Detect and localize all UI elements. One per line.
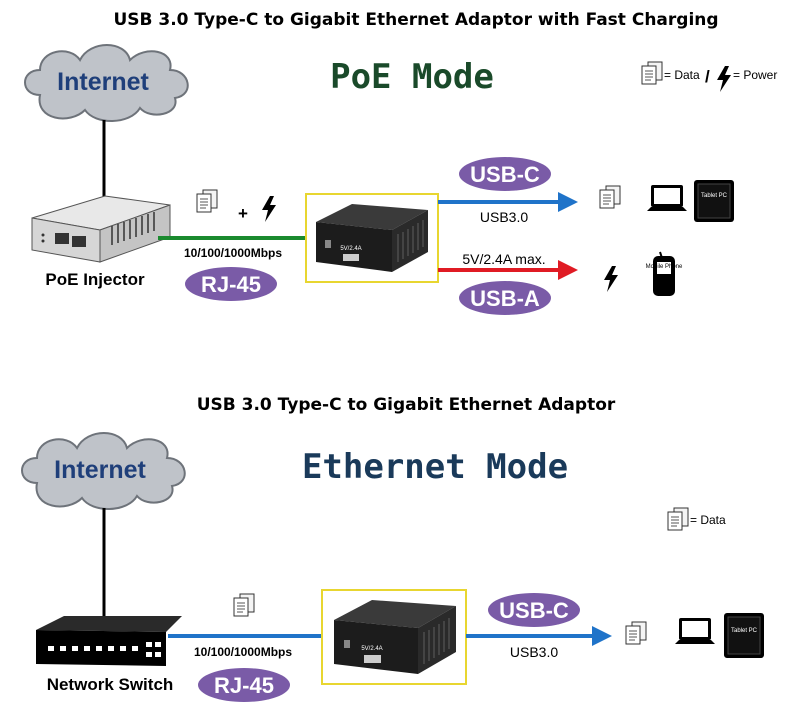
cloud-label: Internet [57,68,149,96]
usbc-label-1: USB-C [470,162,540,187]
phone-label: Mobile Phone [646,264,683,270]
adapter-port-label-2: 5V/2.4A [361,646,382,652]
adapter-2: 5V/2.4A [321,589,467,685]
internet-cloud-2: Internet [21,432,186,511]
usbc-arrow-head-1 [558,192,578,212]
network-switch-label: Network Switch [47,675,174,694]
legend-data-label-2: = Data [690,513,726,527]
adapter-1: 5V/2.4A [305,193,439,283]
cloud-label-2: Internet [54,456,146,484]
legend-separator: / [705,67,710,86]
data-icon-out-1 [599,185,621,209]
speed-label-2: 10/100/1000Mbps [194,645,292,659]
tablet-label-2: Tablet PC [731,628,758,634]
usba-label: USB-A [470,286,540,311]
usbc-arrow-head-2 [592,626,612,646]
data-legend-icon-2 [667,507,689,531]
mobile-phone-icon: Mobile Phone [646,251,683,296]
legend-1: = Data / = Power [641,61,777,92]
tablet-label-1: Tablet PC [701,193,728,199]
power-legend-icon [717,66,731,92]
rj45-label-2: RJ-45 [214,673,274,698]
data-icon-2 [233,593,255,617]
speed-label-1: 10/100/1000Mbps [184,246,282,260]
usbc-badge-1: USB-C [459,157,551,191]
usba-badge: USB-A [459,281,551,315]
poe-mode-title: PoE Mode [330,57,494,97]
legend-data-label: = Data [664,68,700,82]
usba-power-label: 5V/2.4A max. [462,251,545,267]
section2-title: USB 3.0 Type-C to Gigabit Ethernet Adapt… [197,395,616,415]
adapter-port-label-1: 5V/2.4A [340,246,361,252]
ethernet-mode-title: Ethernet Mode [302,447,568,487]
usbc-label-2: USB-C [499,598,569,623]
power-icon-out-1 [604,266,618,292]
legend-2: = Data [667,507,726,531]
plus-sign: + [238,204,248,223]
data-legend-icon [641,61,663,85]
poe-injector [31,195,171,263]
tablet-icon-2: Tablet PC [724,613,764,658]
laptop-icon-1 [647,185,687,211]
laptop-icon-2 [675,618,715,644]
tablet-icon-1: Tablet PC [694,180,734,222]
rj45-badge-2: RJ-45 [198,668,290,702]
internet-cloud-1: Internet [24,44,189,123]
rj45-badge-1: RJ-45 [185,267,277,301]
data-icon-1 [196,189,218,213]
section1-title: USB 3.0 Type-C to Gigabit Ethernet Adapt… [113,10,718,30]
network-switch [36,616,182,666]
usb30-label-2: USB3.0 [510,644,558,660]
power-icon-1 [262,196,276,222]
data-icon-out-2 [625,621,647,645]
legend-power-label: = Power [733,68,777,82]
usb30-label-1: USB3.0 [480,209,528,225]
rj45-label-1: RJ-45 [201,272,261,297]
usbc-badge-2: USB-C [488,593,580,627]
usba-arrow-head [558,260,578,280]
poe-injector-label: PoE Injector [45,270,145,289]
